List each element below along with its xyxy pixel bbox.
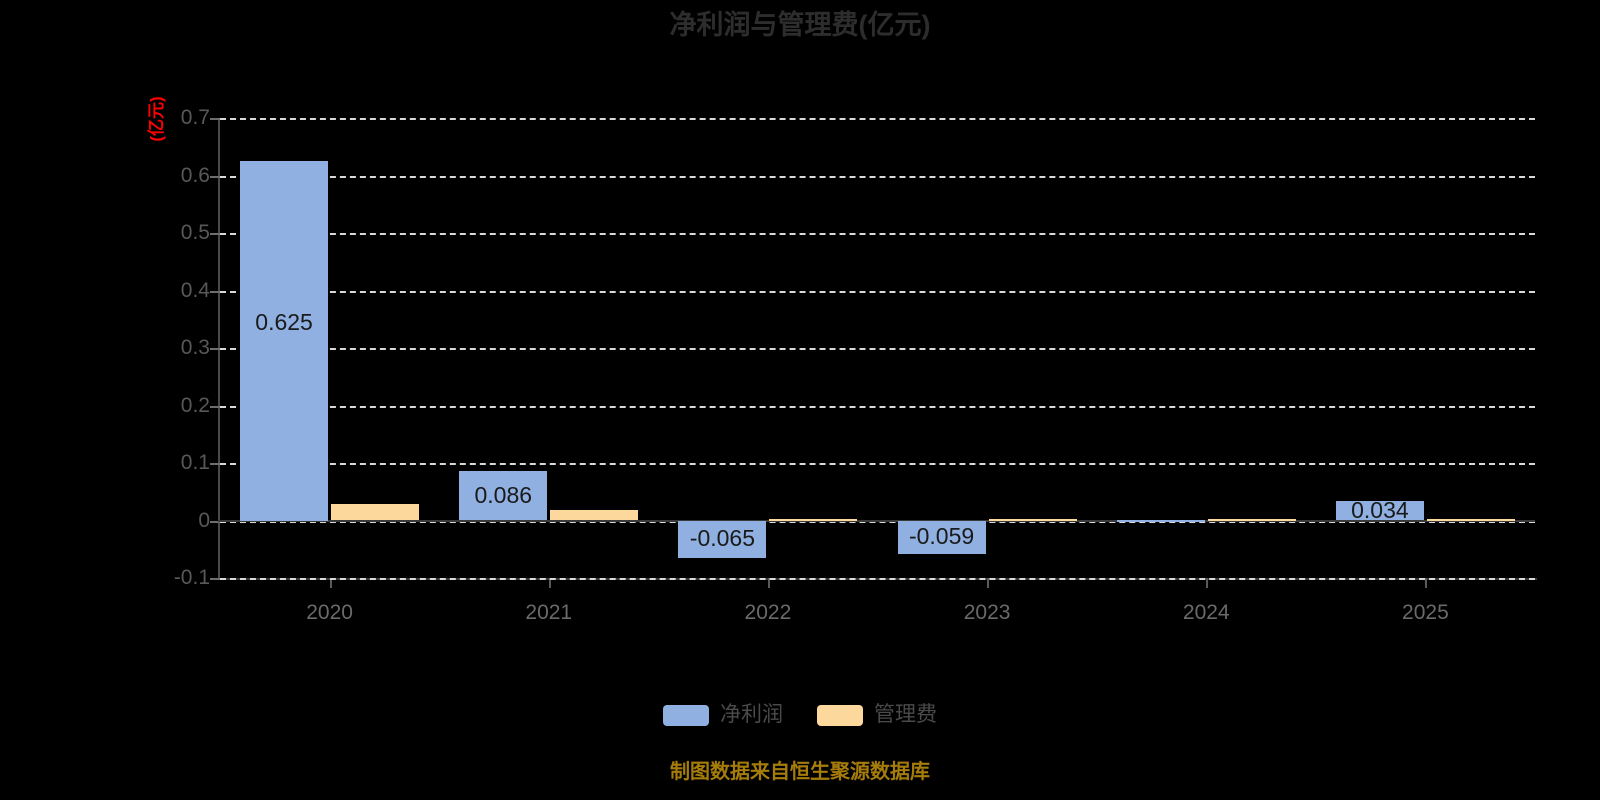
legend-item-fee[interactable]: 管理费	[817, 704, 937, 726]
y-tick-mark	[210, 290, 220, 293]
y-tick-mark	[210, 578, 220, 580]
x-tick-mark	[329, 578, 332, 588]
y-tick-mark	[210, 175, 220, 178]
bar-value-label: 0.625	[255, 308, 313, 335]
zero-baseline	[218, 520, 1535, 522]
y-tick-label: 0.2	[180, 393, 210, 417]
bar-fee-2025[interactable]	[1426, 519, 1515, 522]
bar-fee-2020[interactable]	[331, 503, 420, 521]
y-tick-mark	[210, 348, 220, 350]
x-tick-label: 2020	[306, 601, 353, 624]
y-tick-label: 0.1	[180, 451, 210, 474]
bar-profit-2023[interactable]	[897, 520, 986, 555]
bar-profit-2020[interactable]	[240, 161, 329, 521]
plot-area: 0.625 0.086 -0.065 -0.059 0.034	[218, 118, 1535, 580]
bar-value-label: -0.065	[689, 525, 756, 552]
legend-swatch-icon	[817, 704, 863, 726]
y-tick-mark	[210, 520, 220, 523]
bar-fee-2022[interactable]	[769, 518, 858, 521]
y-tick-label: 0.7	[180, 106, 210, 129]
x-tick-mark	[987, 578, 990, 588]
x-tick-mark	[548, 578, 551, 588]
bar-fee-2024[interactable]	[1207, 518, 1296, 521]
y-tick-label: 0	[198, 508, 210, 532]
bar-fee-2023[interactable]	[988, 518, 1077, 521]
gridline	[220, 348, 1535, 350]
bar-fee-2021[interactable]	[550, 510, 639, 521]
bar-value-label: 0.086	[474, 481, 533, 508]
legend-label: 净利润	[720, 703, 783, 726]
gridline	[220, 118, 1535, 120]
bar-value-label: 0.034	[1351, 496, 1409, 523]
x-tick-label: 2023	[963, 601, 1011, 624]
y-tick-label: 0.6	[180, 163, 210, 187]
y-tick-mark	[210, 233, 220, 235]
gridline	[220, 233, 1535, 235]
bar-profit-2024[interactable]	[1116, 519, 1205, 522]
y-tick-label: -0.1	[173, 566, 210, 589]
y-tick-mark	[210, 405, 220, 408]
x-tick-mark	[1206, 578, 1209, 588]
gridline	[220, 463, 1535, 465]
legend-label: 管理费	[874, 703, 937, 726]
x-tick-mark	[767, 578, 770, 588]
chart-title: 净利润与管理费(亿元)	[669, 10, 931, 40]
bar-profit-2021[interactable]	[459, 471, 548, 521]
legend-item-profit[interactable]: 净利润	[663, 704, 783, 726]
gridline	[220, 405, 1535, 408]
legend-swatch-icon	[663, 704, 709, 726]
gridline	[220, 175, 1535, 178]
gridline	[220, 578, 1535, 580]
bar-value-label: -0.059	[908, 523, 975, 550]
x-tick-mark	[1425, 578, 1428, 588]
y-tick-label: 0.4	[180, 278, 210, 302]
bar-profit-2022[interactable]	[678, 520, 767, 558]
x-tick-label: 2021	[525, 601, 573, 624]
y-tick-mark	[210, 118, 220, 120]
x-tick-label: 2025	[1402, 601, 1449, 624]
footer-source-note: 制图数据来自恒生聚源数据库	[670, 761, 930, 783]
x-tick-label: 2022	[744, 601, 792, 624]
y-tick-label: 0.5	[180, 221, 210, 244]
y-tick-mark	[210, 463, 220, 465]
chart-legend: 净利润 管理费	[0, 704, 1600, 726]
y-tick-label: 0.3	[180, 336, 210, 359]
x-tick-label: 2024	[1182, 601, 1230, 624]
bar-profit-2025[interactable]	[1335, 500, 1424, 521]
gridline	[220, 290, 1535, 293]
